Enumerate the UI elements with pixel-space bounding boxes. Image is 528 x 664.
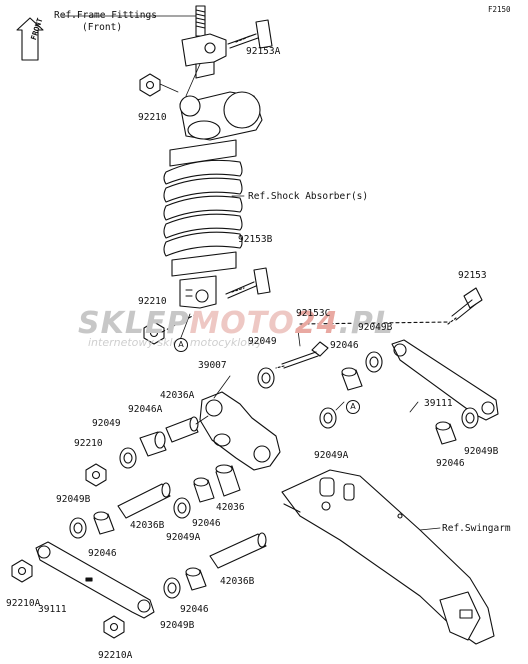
rocker-arm-39007-icon <box>199 391 281 471</box>
shock-absorber-icon <box>163 91 263 309</box>
washer-92049A-right-icon <box>319 407 337 429</box>
bolt-92153-icon <box>447 287 483 325</box>
washer-92049-top-icon <box>257 367 275 389</box>
watermark-brand-part-d: .PL <box>338 306 395 341</box>
part-label: 92046 <box>180 604 209 615</box>
part-label: 92210 <box>74 438 103 449</box>
part-label: 92046 <box>192 518 221 529</box>
front-direction-arrow-icon <box>16 17 44 61</box>
callout-a-right: A <box>346 400 360 414</box>
leader-lines <box>61 15 441 531</box>
swingarm-icon <box>281 469 495 645</box>
ref-frame-fittings-note: (Front) <box>82 22 123 33</box>
part-label: 39111 <box>38 604 67 615</box>
tie-rod-39111-left-icon <box>35 541 155 619</box>
nut-92210A-bottom-icon <box>103 615 125 639</box>
washer-92049B-bottom-icon <box>163 577 181 599</box>
part-label: 39007 <box>198 360 227 371</box>
bolt-92153C-icon <box>275 341 329 369</box>
part-label: 92210 <box>138 296 167 307</box>
collar-92046-bottom-icon <box>185 567 207 591</box>
bolt-92153B-icon <box>225 267 271 299</box>
watermark-brand-part-a: SKLEP <box>78 306 190 341</box>
bolt-92153A-icon <box>227 19 273 49</box>
frame-bolt-icon <box>195 5 206 37</box>
part-label: 42036B <box>220 576 255 587</box>
collar-42036B-upper-icon <box>117 482 171 519</box>
shock-spring-icon <box>163 159 243 257</box>
collar-42036-icon <box>215 464 241 497</box>
collar-92046A-icon <box>139 431 167 457</box>
part-label: 92049B <box>56 494 91 505</box>
watermark-brand-part-b: MOTO <box>189 306 295 341</box>
washer-92049B-top-icon <box>365 351 383 373</box>
part-label: 42036A <box>160 390 195 401</box>
part-label: 92210A <box>98 650 133 661</box>
upper-mount-bracket-icon <box>181 33 227 79</box>
watermark-brand: SKLEPMOTO24.PL <box>78 306 394 341</box>
part-label: 92153C <box>296 308 331 319</box>
bolt-92153-leader-line <box>299 321 451 325</box>
nut-92210A-left-icon <box>11 559 33 583</box>
collar-42036A-icon <box>165 416 199 443</box>
part-label: 92049A <box>314 450 349 461</box>
nut-92210-middle-icon <box>143 321 165 345</box>
diagram-code: F2150 <box>488 5 511 14</box>
part-label: 92049B <box>464 446 499 457</box>
collar-92046-middle-icon <box>193 477 215 503</box>
ref-frame-fittings-label: Ref.Frame Fittings <box>54 10 157 21</box>
tie-rod-39111-right-icon <box>391 339 499 421</box>
part-label: 42036 <box>216 502 245 513</box>
part-label: 92049A <box>166 532 201 543</box>
collar-92046-left-icon <box>93 511 115 535</box>
ref-swingarm-label: Ref.Swingarm <box>442 523 511 534</box>
collar-92046-right-icon <box>435 421 457 445</box>
part-label: 92210A <box>6 598 41 609</box>
collar-92046-top-icon <box>341 367 363 391</box>
part-label: 92049 <box>248 336 277 347</box>
part-label: 92046 <box>330 340 359 351</box>
part-label: 92153B <box>238 234 273 245</box>
part-label: 92046 <box>436 458 465 469</box>
nut-92210-upper-icon <box>139 73 161 97</box>
part-label: 92049 <box>92 418 121 429</box>
collar-42036B-lower-icon <box>209 532 267 569</box>
part-label: 92046 <box>88 548 117 559</box>
part-label: 92153 <box>458 270 487 281</box>
part-label: 39111 <box>424 398 453 409</box>
ref-shock-absorber-label: Ref.Shock Absorber(s) <box>248 191 369 202</box>
part-label: 92049B <box>160 620 195 631</box>
callout-a-left: A <box>174 338 188 352</box>
watermark-brand-part-c: 24 <box>294 306 339 341</box>
part-label: 42036B <box>130 520 165 531</box>
washer-92049A-middle-icon <box>173 497 191 519</box>
nut-92210-left-icon <box>85 463 107 487</box>
part-label: 92210 <box>138 112 167 123</box>
part-label: 92046A <box>128 404 163 415</box>
washer-92049B-right-icon <box>461 407 479 429</box>
shock-lower-leader-line <box>161 311 201 333</box>
washer-92049-left-icon <box>119 447 137 469</box>
part-label: 92153A <box>246 46 281 57</box>
part-label: 92049B <box>358 322 393 333</box>
washer-92049B-left-icon <box>69 517 87 539</box>
